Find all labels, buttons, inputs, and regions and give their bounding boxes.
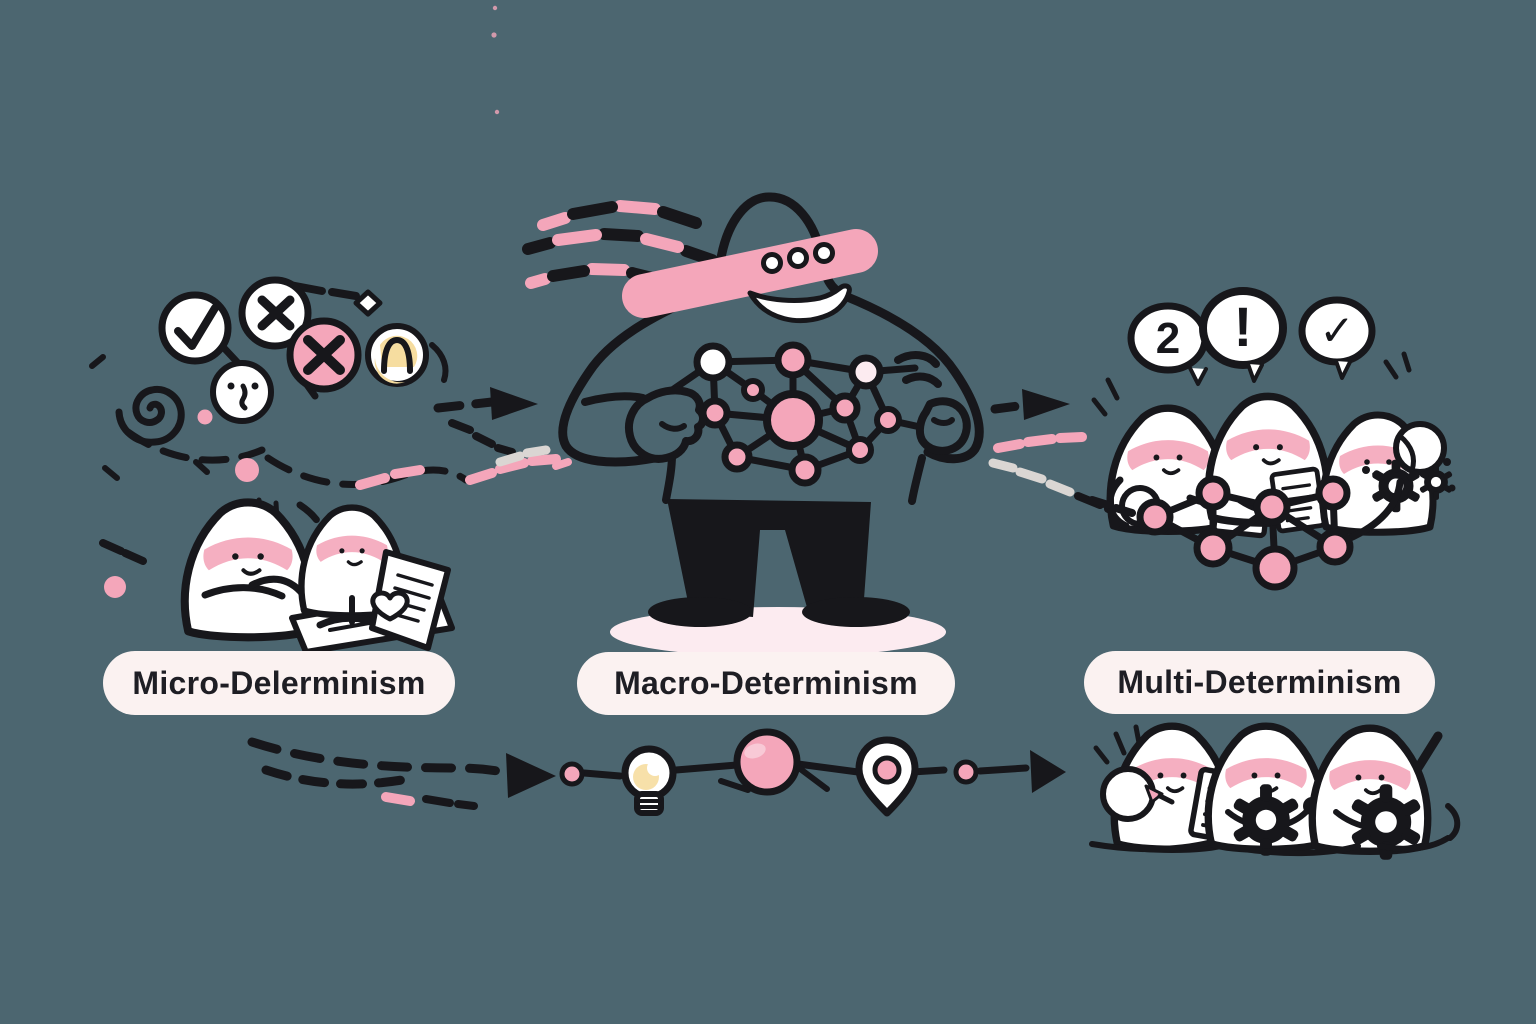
label-macro-determinism: Macro-Determinism [577, 652, 955, 715]
right-fist [915, 397, 971, 455]
network-node-hub [763, 390, 823, 450]
spiral-doodle [115, 385, 185, 446]
network-graph [661, 341, 929, 487]
speech-bubble-check: ✓ [1298, 296, 1376, 380]
bubble-text: ✓ [1319, 307, 1354, 354]
bottom-process-flow [247, 728, 1066, 817]
blindfold-band [622, 229, 878, 318]
network-node-white [848, 354, 884, 390]
bubble-text: ! [1234, 295, 1253, 358]
dashed-lead-arrow [247, 737, 556, 810]
label-micro-determinism: Micro-Delerminism [103, 651, 455, 715]
giant-legs [648, 499, 910, 627]
label-multi-determinism: Multi-Determinism [1084, 651, 1435, 714]
multi-determinism-cluster: 2 ! ✓ [1088, 287, 1456, 591]
heart-doodle [370, 590, 410, 622]
bell-icon [365, 323, 429, 387]
speech-bubble-question: 2 [1127, 302, 1209, 386]
diamond-doodle [353, 289, 383, 317]
pink-dot [104, 576, 126, 598]
writing-characters [185, 497, 455, 655]
cross-circle-pink-icon [286, 317, 362, 393]
hand-paw [1100, 766, 1156, 822]
giant-body-outline [558, 192, 984, 505]
ground-swooshes [1089, 803, 1461, 857]
flow-left-to-center [355, 387, 561, 490]
outcome-network [1088, 475, 1404, 591]
gear-cluster [1362, 421, 1456, 513]
label-macro-text: Macro-Determinism [614, 665, 918, 701]
arrowhead [490, 387, 538, 420]
cross-circle-white-icon [238, 276, 312, 350]
timeline-dot [559, 761, 585, 787]
pink-speck [491, 32, 497, 38]
arrowhead [1030, 750, 1066, 793]
lightbulb-icon [621, 745, 677, 816]
arrowhead [506, 753, 556, 798]
worker-characters [1089, 726, 1461, 860]
label-micro-text: Micro-Delerminism [132, 664, 426, 701]
micro-determinism-cluster [89, 276, 470, 655]
smile-mouth [747, 283, 852, 324]
location-pin-icon [855, 736, 919, 817]
face-circle-doodle [210, 360, 274, 424]
pink-speck [494, 109, 500, 115]
macro-determinism-giant [491, 5, 984, 657]
label-multi-text: Multi-Determinism [1117, 664, 1402, 700]
pink-speck [492, 5, 498, 11]
bubble-text: 2 [1156, 314, 1180, 363]
speech-bubble-exclamation: ! [1199, 287, 1287, 383]
pink-dot [235, 458, 259, 482]
timeline-dot [953, 759, 979, 785]
big-sphere-node [718, 728, 830, 796]
arrowhead [1022, 389, 1070, 420]
check-circle-icon [158, 291, 232, 365]
pen-icon [1144, 784, 1164, 804]
pink-dot [197, 409, 213, 425]
network-node-white [693, 342, 733, 382]
